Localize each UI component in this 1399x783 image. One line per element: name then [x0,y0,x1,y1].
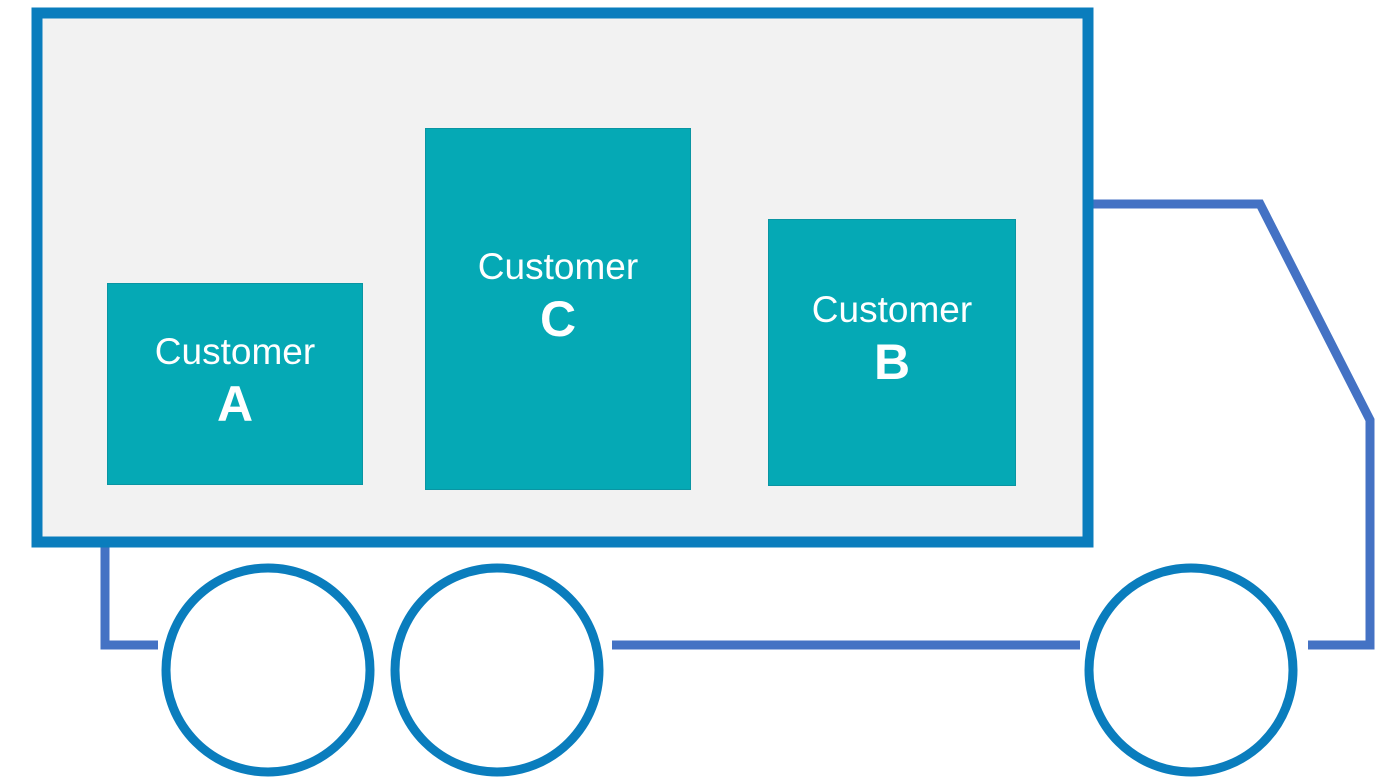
package-letter: B [873,333,911,390]
rear-wheel-1 [161,563,375,777]
customer-c-package: Customer C [425,128,691,490]
package-letter: C [539,290,577,347]
package-label: Customer [154,331,316,373]
front-wheel [1084,563,1298,777]
package-letter: A [216,376,254,433]
customer-a-package: Customer A [107,283,363,485]
rear-chassis-line [100,545,158,650]
package-label: Customer [811,289,973,330]
customer-b-package: Customer B [768,219,1016,486]
cab-outline [1088,199,1375,650]
package-label: Customer [477,246,639,287]
rear-wheel-2 [390,563,604,777]
